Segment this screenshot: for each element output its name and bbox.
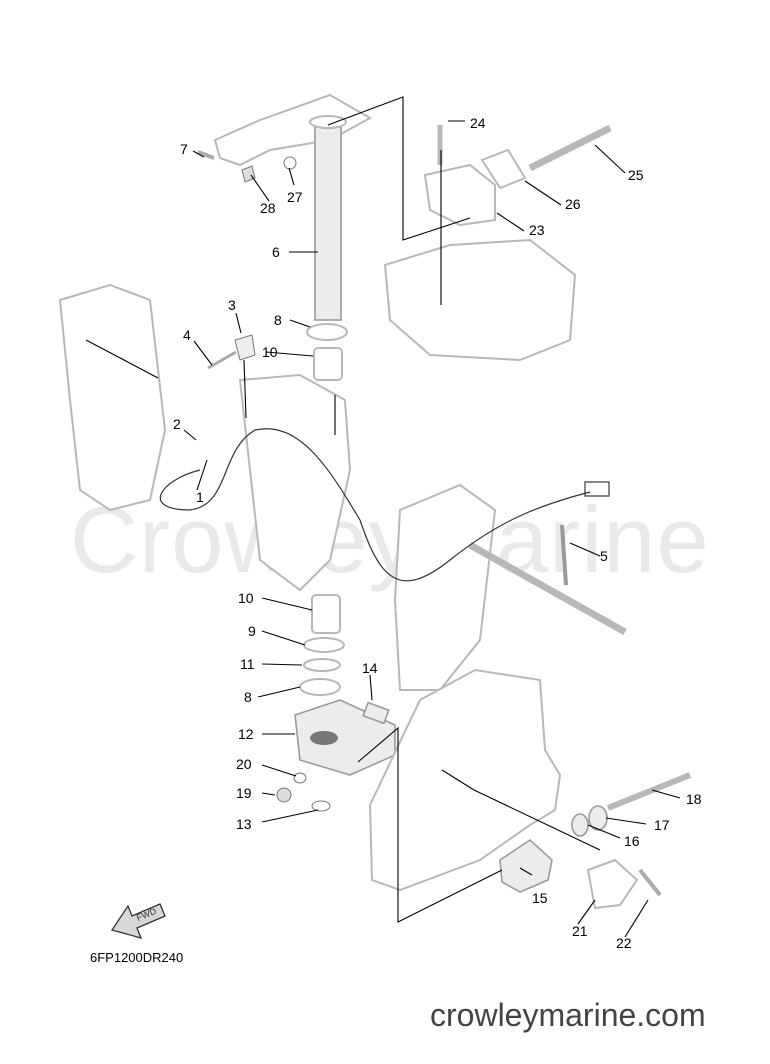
- upper-case: [383, 238, 577, 362]
- bushing-upper: [313, 347, 343, 381]
- watermark: CrowleyMarine: [70, 487, 710, 592]
- plate-26: [480, 148, 527, 190]
- parts-artwork: [58, 93, 692, 910]
- callout-7[interactable]: 7: [180, 141, 188, 157]
- bushing-lower: [311, 594, 341, 634]
- washer-upper: [306, 323, 348, 341]
- callout-6[interactable]: 6: [272, 244, 280, 260]
- callout-2[interactable]: 2: [173, 416, 181, 432]
- site-footer[interactable]: crowleymarine.com: [430, 997, 706, 1033]
- callout-10-lower[interactable]: 10: [238, 590, 254, 606]
- callout-21[interactable]: 21: [572, 923, 588, 939]
- callout-23[interactable]: 23: [529, 222, 545, 238]
- callout-11[interactable]: 11: [240, 656, 255, 672]
- callout-5[interactable]: 5: [600, 548, 608, 564]
- steering-bracket: [213, 93, 373, 167]
- callout-22[interactable]: 22: [616, 935, 632, 951]
- steering-shaft: [314, 119, 342, 321]
- callout-9[interactable]: 9: [248, 623, 256, 639]
- callout-15[interactable]: 15: [532, 890, 548, 906]
- callout-14[interactable]: 14: [362, 660, 378, 676]
- callout-3[interactable]: 3: [228, 297, 236, 313]
- rubber-mount: [499, 838, 553, 893]
- callout-12[interactable]: 12: [238, 726, 254, 742]
- callout-18[interactable]: 18: [686, 791, 702, 807]
- fwd-arrow-icon: FWD: [110, 903, 166, 939]
- clamp-bracket-left: [58, 283, 167, 512]
- callout-8-lower[interactable]: 8: [244, 689, 252, 705]
- callout-25[interactable]: 25: [628, 167, 644, 183]
- callout-8-upper[interactable]: 8: [274, 312, 282, 328]
- callout-26[interactable]: 26: [565, 196, 581, 212]
- block-23: [423, 163, 496, 227]
- callout-17[interactable]: 17: [654, 817, 670, 833]
- callout-20[interactable]: 20: [236, 756, 252, 772]
- callout-24[interactable]: 24: [470, 115, 486, 131]
- callout-10-upper[interactable]: 10: [262, 344, 278, 360]
- callout-16[interactable]: 16: [624, 833, 640, 849]
- callout-4[interactable]: 4: [183, 327, 191, 343]
- leader-lines: [85, 96, 681, 938]
- lower-housing: [368, 668, 562, 892]
- callout-1[interactable]: 1: [196, 489, 204, 505]
- cap-21: [586, 858, 639, 910]
- callouts: 1 2 3 4 5 6 7 8 8 9 10 10 11 12 13 14 15…: [173, 115, 702, 951]
- diagram-code: 6FP1200DR240: [90, 950, 183, 965]
- callout-19[interactable]: 19: [236, 785, 252, 801]
- clamp-bracket-right: [393, 483, 497, 691]
- callout-27[interactable]: 27: [287, 189, 303, 205]
- callout-28[interactable]: 28: [260, 200, 276, 216]
- callout-13[interactable]: 13: [236, 816, 252, 832]
